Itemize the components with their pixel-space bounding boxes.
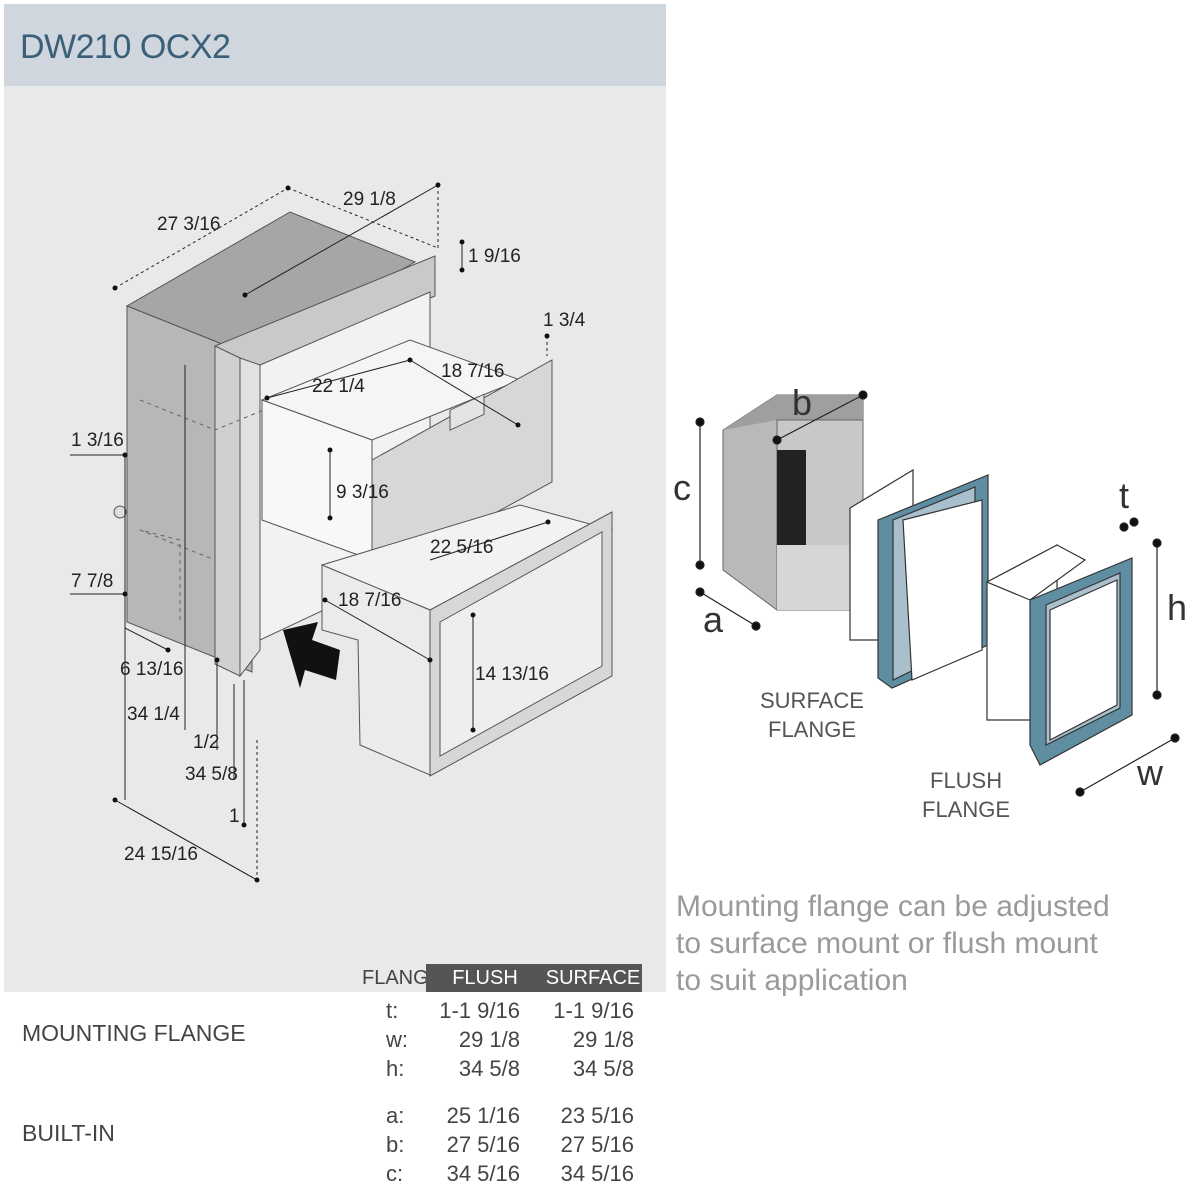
flush-flange-unit [985,544,1133,766]
page-title: DW210 OCX2 [20,28,231,66]
dim-half-inch: 1/2 [193,732,219,753]
title-bar [4,4,666,86]
dim-body-height: 34 1/4 [127,704,180,725]
dim-lower-drawer-height: 14 13/16 [475,664,549,685]
section-label-built-in: BUILT-IN [22,1120,115,1146]
dimension-points [112,182,551,883]
note-line: Mounting flange can be adjusted [676,890,1110,923]
dim-side-step: 7 7/8 [71,571,113,592]
row-flush-value: 1-1 9/16 [439,998,520,1023]
letter-w: w [1136,752,1164,793]
flange-dimension-lines [695,390,1180,797]
fridge-illustration [113,211,614,777]
row-key: c: [386,1161,404,1186]
built-in-cutout [722,394,864,611]
mounting-note: Mounting flange can be adjusted to surfa… [676,888,1176,999]
table-row: c: 34 5/16 34 5/16 [380,1161,650,1190]
dim-side-top: 1 3/16 [71,430,124,451]
letter-a: a [703,599,724,640]
letter-b: b [792,382,812,423]
dim-drawer-offset: 1 3/4 [543,310,586,331]
table-row: t: 1-1 9/16 1-1 9/16 [380,998,650,1027]
letter-h: h [1167,587,1187,628]
flush-flange-label-1: FLUSH [930,768,1002,793]
row-flush-value: 25 1/16 [446,1103,520,1128]
note-line: to surface mount or flush mount [676,927,1098,960]
dimension-lines [70,184,549,881]
dim-lower-drawer-width: 22 5/16 [430,537,493,558]
surface-flange-label-1: SURFACE [760,688,864,713]
dim-upper-drawer-width: 22 1/4 [312,376,365,397]
section-label-mounting-flange: MOUNTING FLANGE [22,1020,246,1046]
table-header-flush: FLUSH [426,964,544,992]
letter-t: t [1119,475,1129,516]
row-surface-value: 34 5/8 [572,1056,634,1081]
dim-depth-top: 27 3/16 [157,214,220,235]
row-surface-value: 23 5/16 [560,1103,634,1128]
table-row: a: 25 1/16 23 5/16 [380,1103,650,1132]
row-surface-value: 29 1/8 [572,1027,634,1052]
table-row: h: 34 5/8 34 5/8 [380,1056,650,1085]
row-surface-value: 1-1 9/16 [553,998,634,1023]
row-flush-value: 34 5/16 [446,1161,520,1186]
surface-flange-label-2: FLANGE [768,717,856,742]
row-key: h: [386,1056,405,1081]
dim-one-inch: 1 [229,806,240,827]
table-row: w: 29 1/8 29 1/8 [380,1027,650,1056]
dim-overall-depth: 24 15/16 [124,844,198,865]
dim-upper-drawer-depth: 18 7/16 [441,361,504,382]
row-key: b: [386,1132,405,1157]
row-surface-value: 34 5/16 [560,1161,634,1186]
dim-upper-drawer-height: 9 3/16 [336,482,389,503]
note-line: to suit application [676,964,908,997]
dim-overall-height: 34 5/8 [185,764,238,785]
dim-lower-drawer-depth: 18 7/16 [338,590,401,611]
row-flush-value: 29 1/8 [458,1027,520,1052]
dim-width-top: 29 1/8 [343,189,396,210]
row-key: w: [386,1027,408,1052]
dim-flange-thickness: 1 9/16 [468,246,521,267]
row-flush-value: 27 5/16 [446,1132,520,1157]
table-row: b: 27 5/16 27 5/16 [380,1132,650,1161]
flush-flange-label-2: FLANGE [922,797,1010,822]
row-surface-value: 27 5/16 [560,1132,634,1157]
row-key: a: [386,1103,405,1128]
row-flush-value: 34 5/8 [458,1056,520,1081]
table-header-flange: FLANGE [362,967,443,989]
surface-flange-unit [849,468,989,689]
dim-step-depth: 6 13/16 [120,659,183,680]
table-header-surface: SURFACE [544,964,642,992]
letter-c: c [673,467,691,508]
row-key: t: [386,998,399,1023]
